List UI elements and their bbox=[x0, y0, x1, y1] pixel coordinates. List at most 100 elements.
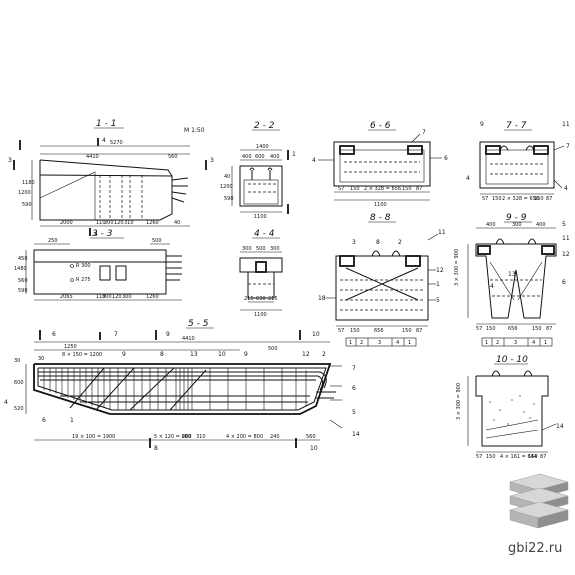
mark-11-s77: 11 bbox=[562, 121, 570, 128]
dim-s99-w3: 400 bbox=[536, 222, 546, 228]
mark-5-s55: 5 bbox=[352, 409, 356, 416]
dim-s55-v2: 520 bbox=[14, 406, 24, 412]
section-4-4-title: 4 - 4 bbox=[254, 229, 275, 239]
mark-5-s99: 5 bbox=[562, 221, 566, 228]
table-8-8-c4: 1 bbox=[408, 340, 411, 346]
mark-11-s99: 11 bbox=[562, 235, 570, 242]
dim-s55-d4: 500 bbox=[268, 346, 278, 352]
dim-s33-v4: 590 bbox=[18, 288, 28, 294]
dim-s55-d5: 19 × 100 = 1900 bbox=[72, 434, 115, 440]
section-2-2: 2 - 2 1400 400 600 400 1100 1200 590 40 … bbox=[220, 121, 296, 220]
dim-s55-d7: 260 bbox=[182, 434, 192, 440]
section-8-8: 8 - 8 3 8 2 11 12 1 5 18 57 150 656 150 … bbox=[318, 213, 446, 347]
mark-10-s55: 10 bbox=[218, 351, 226, 358]
dim-s22-w3: 600 bbox=[255, 154, 265, 160]
dim-s22-v1: 1200 bbox=[220, 184, 233, 190]
mark-3-left: 3 bbox=[8, 157, 12, 164]
dim-s99-w6: 656 bbox=[508, 326, 518, 332]
mark-10-s55-bottom: 10 bbox=[310, 445, 318, 452]
dim-s44-w3: 300 bbox=[270, 246, 280, 252]
dim-s33-v1: 1480 bbox=[14, 266, 27, 272]
mark-4-bottom: 4 bbox=[94, 231, 98, 238]
dim-s33-d7: 120 bbox=[112, 294, 122, 300]
table-9-9-c4: 1 bbox=[544, 340, 547, 346]
mark-11-s88: 11 bbox=[438, 229, 446, 236]
mark-9b-s55: 9 bbox=[244, 351, 248, 358]
dim-s33-r1: R 300 bbox=[76, 263, 91, 269]
site-logo bbox=[509, 473, 569, 529]
section-6-6-title: 6 - 6 bbox=[370, 121, 391, 131]
dim-s55-d2: 1250 bbox=[64, 344, 77, 350]
table-8-8-c1: 2 bbox=[360, 340, 363, 346]
mark-4-top: 4 bbox=[102, 137, 106, 144]
mark-9-s55: 9 bbox=[122, 351, 126, 358]
dim-s66-w6: 1100 bbox=[374, 202, 387, 208]
dim-s99-w1: 400 bbox=[486, 222, 496, 228]
dim-s55-d1: 4410 bbox=[182, 336, 195, 342]
mark-4-s77-r: 4 bbox=[564, 185, 568, 192]
section-7-7: 7 - 7 9 11 7 4 4 57 150 2 × 328 = 656 15… bbox=[466, 121, 570, 202]
scale-label: М 1:50 bbox=[184, 127, 205, 134]
section-9-9-title: 9 - 9 bbox=[506, 213, 527, 223]
dim-s77-w5: 87 bbox=[546, 196, 552, 202]
dim-s22-w5: 1100 bbox=[254, 214, 267, 220]
dim-s99-w5: 150 bbox=[486, 326, 496, 332]
dim-s44-w2: 500 bbox=[256, 246, 266, 252]
dim-s11-d6: 1260 bbox=[146, 220, 159, 226]
mark-8-s55: 8 bbox=[160, 351, 164, 358]
mark-9-s55-top: 9 bbox=[166, 331, 170, 338]
table-9-9-c1: 2 bbox=[496, 340, 499, 346]
mark-5-s88: 5 bbox=[436, 297, 440, 304]
dim-s22-v2: 590 bbox=[224, 196, 234, 202]
mark-4-s66: 4 bbox=[312, 157, 316, 164]
dim-s33-d6: 300 bbox=[102, 294, 112, 300]
section-1-1: 1 - 1 М 1:50 5270 4410 560 3 3 4 1200 5 bbox=[8, 119, 214, 238]
mark-4-s77-l: 4 bbox=[466, 175, 470, 182]
dim-s55-d12: 30 bbox=[38, 356, 44, 362]
dim-s44-w4: 1100 bbox=[254, 312, 267, 318]
table-8-8-c0: 1 bbox=[349, 340, 352, 346]
dim-s66-w1: 57 bbox=[338, 186, 344, 192]
mark-1-s22: 1 bbox=[292, 151, 296, 158]
dim-s11-d4: 2000 bbox=[60, 220, 73, 226]
dim-s33-d1: 250 bbox=[48, 238, 58, 244]
mark-12-s55: 12 bbox=[302, 351, 310, 358]
table-8-8: 1 2 3 4 1 bbox=[345, 337, 417, 347]
dim-s88-w5: 87 bbox=[416, 328, 422, 334]
dim-s99-w7: 150 bbox=[532, 326, 542, 332]
dim-s33-v3: 450 bbox=[18, 256, 28, 262]
section-3-3: 3 - 3 250 500 R 300 R 275 1480 560 450 5… bbox=[14, 229, 182, 301]
dim-s1010-w1: 57 bbox=[476, 454, 482, 460]
section-7-7-title: 7 - 7 bbox=[506, 121, 527, 131]
dim-s22-v3: 40 bbox=[224, 174, 230, 180]
mark-12-s88: 12 bbox=[436, 267, 444, 274]
dim-s55-v1: 600 bbox=[14, 380, 24, 386]
dim-s22-w1: 1400 bbox=[256, 144, 269, 150]
mark-12-s99: 12 bbox=[562, 251, 570, 258]
mark-8-s55-bottom: 8 bbox=[154, 445, 158, 452]
section-10-10: 10 - 10 14 3 × 300 = 900 57 150 4 × 161 … bbox=[456, 355, 564, 460]
watermark-text: gbi22.ru bbox=[508, 541, 562, 556]
section-2-2-title: 2 - 2 bbox=[254, 121, 275, 131]
mark-6-s55-bottom: 6 bbox=[42, 417, 46, 424]
table-8-8-c2: 3 bbox=[378, 340, 381, 346]
dim-s11-d5: 110 bbox=[96, 220, 106, 226]
dim-s11-d8: 300 bbox=[104, 220, 114, 226]
dim-s88-w3: 656 bbox=[374, 328, 384, 334]
dim-s55-d3: 8 × 150 = 1200 bbox=[62, 352, 102, 358]
mark-6-s99: 6 bbox=[562, 279, 566, 286]
dim-s99-w4: 57 bbox=[476, 326, 482, 332]
mark-7-s77: 7 bbox=[566, 143, 570, 150]
table-9-9-c2: 3 bbox=[514, 340, 517, 346]
dim-s88-w2: 150 bbox=[350, 328, 360, 334]
mark-7-s66: 7 bbox=[422, 129, 426, 136]
dim-s11-d1: 5270 bbox=[110, 140, 123, 146]
dim-s11-v1: 1200 bbox=[18, 190, 31, 196]
dim-s1010-w4: 150 bbox=[528, 454, 538, 460]
mark-9-s77: 9 bbox=[480, 121, 484, 128]
dim-s33-d8: 300 bbox=[122, 294, 132, 300]
dim-s11-d3: 560 bbox=[168, 154, 178, 160]
dim-s55-d8: 310 bbox=[196, 434, 206, 440]
dim-s66-w3: 2 × 328 = 656 bbox=[364, 186, 401, 192]
